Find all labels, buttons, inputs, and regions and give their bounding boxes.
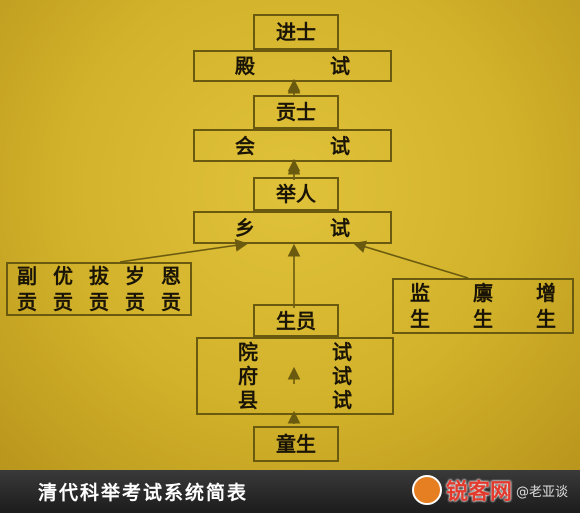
jiansheng-col-1: 监 生	[410, 283, 430, 329]
gongsheng-bottom-4: 贡	[125, 290, 145, 314]
watermark-sub: @老亚谈	[515, 484, 568, 500]
node-shengyuan: 生员	[253, 304, 339, 337]
gongsheng-row-top: 副 优 拔 岁 恩	[17, 266, 181, 286]
node-juren-label: 举人	[276, 182, 316, 206]
node-dianshi-char-2: 试	[330, 54, 350, 78]
node-juren: 举人	[253, 177, 339, 211]
node-tongsheng-label: 童生	[276, 432, 316, 456]
gongsheng-top-1: 副	[17, 264, 37, 288]
node-dianshi: 殿 试	[193, 50, 392, 82]
node-dianshi-char-1: 殿	[235, 54, 255, 78]
arrow-jiansheng-xiangshi	[352, 240, 469, 279]
watermark: 锐客网 @老亚谈	[411, 470, 568, 510]
node-huishi-char-1: 会	[235, 133, 255, 158]
arrow-gongsheng-xiangshi	[119, 239, 249, 263]
jiansheng-top-3: 增	[536, 281, 556, 305]
jiansheng-bottom-3: 生	[536, 307, 556, 331]
exams-row-3: 县 试	[238, 390, 352, 410]
jiansheng-col-3: 增 生	[536, 283, 556, 329]
node-shengyuan-label: 生员	[276, 308, 316, 333]
exams-grid: 院 试 府 试 县 试	[238, 342, 352, 410]
footer-bar	[0, 470, 580, 513]
exams-row-2: 府 试	[238, 366, 352, 386]
gongsheng-row-bottom: 贡 贡 贡 贡 贡	[17, 292, 181, 312]
watermark-logo-icon	[411, 475, 442, 505]
node-jinshi: 进士	[253, 14, 339, 50]
exams-right-1: 试	[332, 340, 352, 364]
exams-right-3: 试	[332, 388, 352, 412]
node-jiansheng: 监 生 廪 生 增 生	[392, 278, 574, 334]
exams-row-1: 院 试	[238, 342, 352, 362]
node-gongshi: 贡士	[253, 95, 339, 129]
gongsheng-bottom-1: 贡	[17, 290, 37, 314]
jiansheng-bottom-1: 生	[410, 307, 430, 331]
gongsheng-bottom-3: 贡	[89, 290, 109, 314]
gongsheng-bottom-2: 贡	[53, 290, 73, 314]
diagram-board: 进士 殿 试 贡士 会 试 举人 乡 试 副 优 拔 岁 恩 贡 贡 贡	[0, 0, 580, 470]
node-xiangshi-char-1: 乡	[235, 215, 255, 240]
exams-left-1: 院	[238, 340, 258, 364]
gongsheng-bottom-5: 贡	[161, 290, 181, 314]
footer-title: 清代科举考试系统简表	[38, 482, 249, 504]
node-huishi-char-2: 试	[330, 133, 350, 158]
exams-left-2: 府	[238, 364, 258, 388]
watermark-text: 锐客网	[445, 480, 512, 505]
node-xiangshi-char-2: 试	[330, 215, 350, 240]
jiansheng-top-2: 廪	[473, 281, 493, 305]
node-jinshi-label: 进士	[276, 20, 316, 44]
exams-left-3: 县	[238, 388, 258, 412]
node-xiangshi: 乡 试	[193, 211, 392, 244]
gongsheng-top-5: 恩	[161, 264, 181, 288]
jiansheng-col-2: 廪 生	[473, 283, 493, 329]
gongsheng-top-3: 拔	[89, 264, 109, 288]
gongsheng-top-4: 岁	[125, 264, 145, 288]
jiansheng-top-1: 监	[410, 281, 430, 305]
connector-lines	[119, 78, 469, 424]
gongsheng-top-2: 优	[53, 264, 73, 288]
jiansheng-bottom-2: 生	[473, 307, 493, 331]
gongsheng-grid: 副 优 拔 岁 恩 贡 贡 贡 贡 贡	[17, 266, 181, 312]
exams-right-2: 试	[332, 364, 352, 388]
node-exams: 院 试 府 试 县 试	[196, 337, 394, 415]
node-gongshi-label: 贡士	[276, 100, 316, 124]
node-gongsheng: 副 优 拔 岁 恩 贡 贡 贡 贡 贡	[6, 262, 192, 316]
node-tongsheng: 童生	[253, 426, 339, 462]
node-huishi: 会 试	[193, 129, 392, 162]
